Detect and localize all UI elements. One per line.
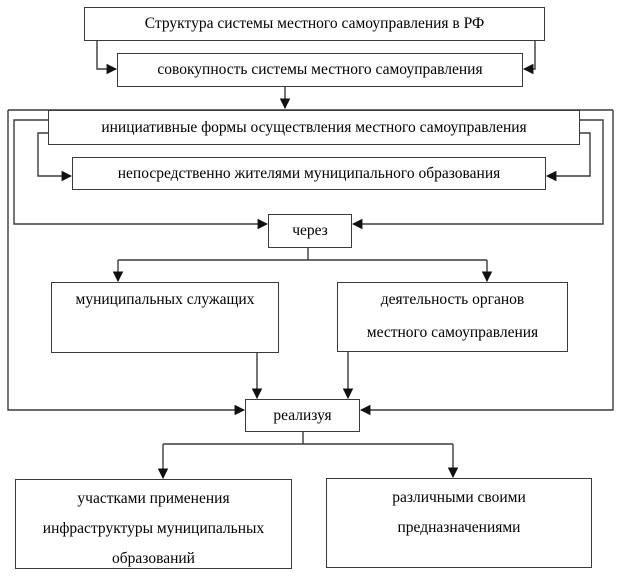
node-sovokupnost: совокупность системы местного самоуправл…: [117, 53, 523, 87]
node-title-label: Структура системы местного самоуправлени…: [144, 15, 485, 33]
node-sovokupnost-label: совокупность системы местного самоуправл…: [157, 61, 483, 79]
node-municipal-employees-label: муниципальных служащих: [75, 291, 255, 308]
connector-title-to-sovokupnost-right: [522, 41, 536, 75]
connector-bracket-left-leg-to-realizuya: [7, 110, 246, 416]
node-realizuya: реализуя: [245, 399, 360, 432]
connector-forms-to-cherez-left: [13, 119, 269, 230]
node-initiative-forms: инициативные формы осуществления местног…: [48, 110, 580, 145]
connector-forms-to-cherez-right: [351, 119, 604, 230]
node-title: Структура системы местного самоуправлени…: [84, 7, 545, 41]
connector-title-to-sovokupnost-left: [96, 41, 118, 75]
node-residents: непосредственно жителями муниципального …: [72, 157, 546, 190]
node-realizuya-label: реализуя: [273, 406, 332, 424]
node-infrastructure-areas: участками применения инфраструктуры муни…: [15, 479, 292, 569]
node-cherez-label: через: [292, 222, 328, 240]
node-various-purposes: различными своими предназначениями: [326, 478, 592, 568]
node-municipal-employees: муниципальных служащих: [51, 282, 279, 353]
connector-forms-to-residents-left: [37, 132, 73, 182]
node-initiative-forms-label: инициативные формы осуществления местног…: [101, 118, 527, 136]
connector-forms-to-residents-right: [545, 132, 591, 182]
node-activity-of-bodies: деятельность органов местного самоуправл…: [337, 282, 568, 352]
node-cherez: через: [268, 214, 352, 248]
connector-bracket-right-leg-to-realizuya: [359, 110, 614, 416]
node-residents-label: непосредственно жителями муниципального …: [117, 164, 501, 182]
